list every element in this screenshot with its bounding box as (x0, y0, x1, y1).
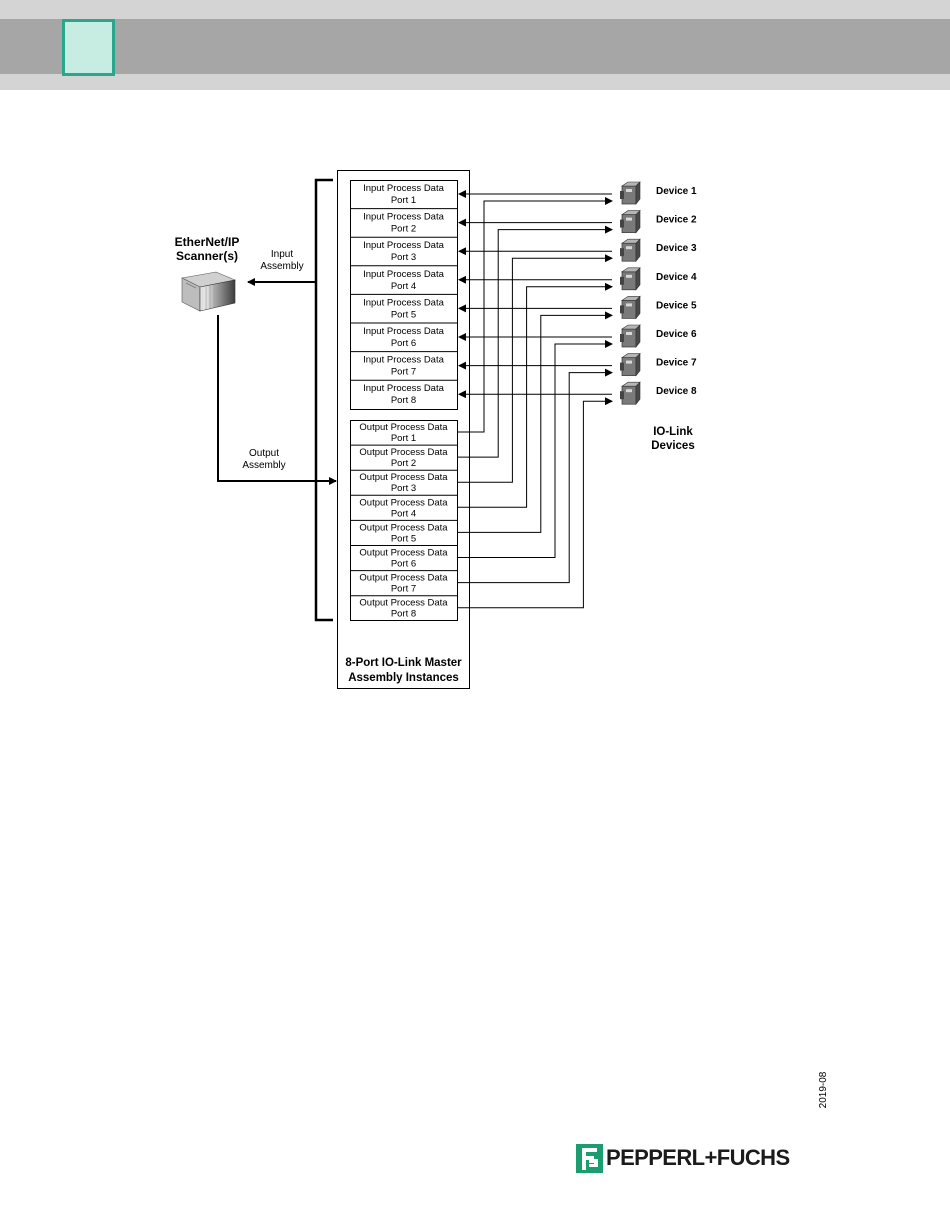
input-block-port: Port 7 (391, 367, 416, 378)
output-data-line (457, 311, 613, 533)
output-block-title: Output Process Data (359, 497, 448, 508)
chapter-marker (62, 19, 115, 76)
output-block-port: Port 2 (391, 458, 416, 469)
output-assembly-label-line2: Assembly (242, 460, 285, 471)
input-block-title: Input Process Data (363, 297, 445, 308)
input-block-title: Input Process Data (363, 212, 445, 223)
input-block-title: Input Process Data (363, 355, 445, 366)
output-block-title: Output Process Data (359, 573, 448, 584)
output-block-title: Output Process Data (359, 422, 448, 433)
scanner-device-icon (181, 271, 237, 312)
brand-mark-icon (576, 1143, 603, 1173)
input-group-frame (350, 180, 458, 410)
device-label: Device 8 (656, 386, 697, 397)
input-block-port: Port 1 (391, 195, 416, 206)
input-block-port: Port 4 (391, 281, 416, 292)
output-data-line (457, 254, 613, 483)
devices-label-line2: Devices (651, 440, 694, 452)
output-data-line (457, 282, 613, 508)
output-block-title: Output Process Data (359, 447, 448, 458)
output-block-port: Port 4 (391, 508, 416, 519)
output-block-title: Output Process Data (359, 548, 448, 559)
input-block-port: Port 8 (391, 395, 416, 406)
assembly-bracket (314, 178, 333, 622)
input-block-title: Input Process Data (363, 183, 445, 194)
input-assembly-label-line1: Input (271, 249, 293, 260)
output-block-port: Port 5 (391, 533, 416, 544)
device-label: Device 7 (656, 358, 697, 369)
output-assembly-label-line1: Output (249, 448, 279, 459)
io-link-device-icon (620, 381, 641, 406)
input-block-port: Port 3 (391, 252, 416, 263)
brand-name: PEPPERL+FUCHS (606, 1145, 790, 1170)
device-label: Device 1 (656, 186, 697, 197)
input-assembly-label-line2: Assembly (260, 261, 303, 272)
brand-logo: PEPPERL+FUCHS (576, 1143, 790, 1173)
output-block-port: Port 7 (391, 584, 416, 595)
master-label-line1: 8-Port IO-Link Master (345, 657, 462, 669)
io-link-device-icon (620, 238, 641, 263)
device-label: Device 2 (656, 215, 697, 226)
io-link-device-icon (620, 209, 641, 234)
output-block-title: Output Process Data (359, 472, 448, 483)
io-link-device-icon (620, 352, 641, 377)
output-assembly-arrow (217, 315, 337, 485)
scanner-label-line2: Scanner(s) (176, 249, 238, 263)
input-block-port: Port 2 (391, 224, 416, 235)
output-data-line (457, 368, 613, 584)
device-label: Device 5 (656, 300, 697, 311)
input-block-title: Input Process Data (363, 269, 445, 280)
header-bar (0, 19, 950, 74)
master-label-line2: Assembly Instances (348, 672, 459, 684)
output-data-line (457, 340, 613, 558)
master-frame (337, 170, 470, 689)
input-block-port: Port 6 (391, 338, 416, 349)
input-block-title: Input Process Data (363, 326, 445, 337)
io-link-device-icon (620, 181, 641, 205)
devices-label-line1: IO-Link (653, 426, 693, 438)
io-link-device-icon (620, 324, 641, 348)
revision-date: 2019-08 (818, 1071, 829, 1109)
input-block-port: Port 5 (391, 309, 416, 320)
output-block-port: Port 6 (391, 559, 416, 570)
io-link-device-icon (620, 295, 641, 320)
output-block-port: Port 8 (391, 609, 416, 620)
output-block-port: Port 3 (391, 483, 416, 494)
output-block-port: Port 1 (391, 433, 416, 444)
device-label: Device 6 (656, 329, 697, 340)
io-link-device-icon (620, 267, 641, 291)
output-data-line (457, 197, 613, 433)
scanner-label-line1: EtherNet/IP (175, 235, 240, 249)
input-block-title: Input Process Data (363, 240, 445, 251)
output-block-title: Output Process Data (359, 522, 448, 533)
output-data-line (457, 225, 613, 458)
device-label: Device 4 (656, 272, 697, 283)
output-block-title: Output Process Data (359, 598, 448, 609)
input-block-title: Input Process Data (363, 383, 445, 394)
device-label: Device 3 (656, 243, 697, 254)
output-data-line (457, 397, 613, 609)
